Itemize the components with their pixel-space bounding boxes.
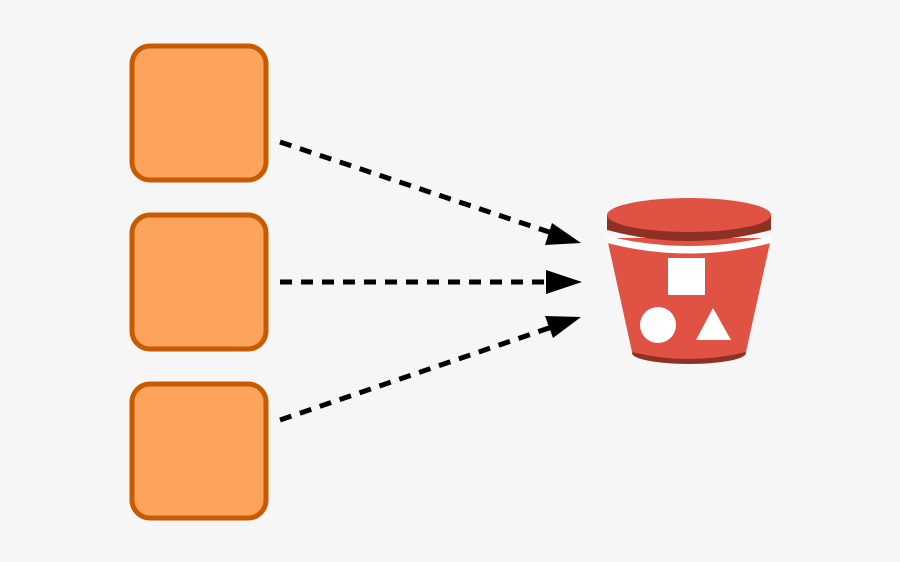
arrow-3 — [279, 324, 553, 423]
arrowhead-3 — [545, 316, 581, 338]
square-symbol — [668, 258, 705, 295]
arrowhead-2 — [546, 270, 582, 294]
source-box-1 — [129, 43, 269, 183]
source-box-3 — [129, 381, 269, 521]
arrowhead-1 — [545, 223, 581, 245]
triangle-symbol — [696, 308, 731, 340]
circle-symbol — [640, 307, 676, 343]
arrow-1 — [279, 139, 553, 236]
storage-bucket-icon — [607, 198, 771, 364]
source-box-2 — [129, 212, 269, 352]
